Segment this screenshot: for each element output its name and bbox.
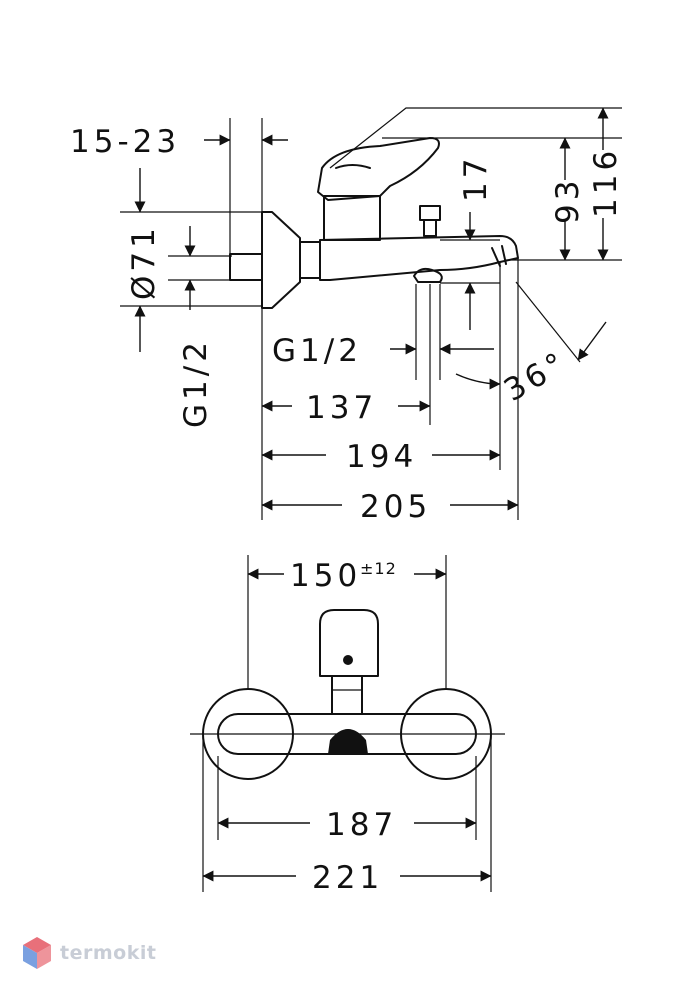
angle-line [515, 281, 581, 363]
dim-height-17: 17 [458, 155, 494, 202]
dim-height-93: 93 [550, 177, 586, 224]
dim-wall-range: 15-23 [70, 124, 180, 160]
spout-outlet [491, 245, 507, 267]
dim-tolerance: ±12 [360, 559, 397, 578]
dim-thread-bottom: G1/2 [272, 333, 362, 369]
dim-centers: 150 [290, 558, 361, 594]
mixer-body [319, 235, 519, 281]
brand-watermark: termokit [22, 936, 156, 970]
side-view: 15-23 Ø71 G1/2 93 116 17 G1/2 36° 137 [70, 107, 624, 525]
dim-height-116: 116 [588, 147, 624, 218]
angle-arrow [455, 373, 501, 390]
indicator-dot [343, 655, 353, 665]
dim-thread-left: G1/2 [178, 338, 214, 428]
front-lever [319, 609, 379, 677]
lever-envelope [329, 107, 622, 169]
dim-width-221: 221 [312, 860, 383, 896]
cube-logo-icon [23, 937, 51, 969]
dim-diameter: Ø71 [126, 224, 162, 300]
brand-name: termokit [60, 942, 157, 964]
hose-connector [413, 267, 443, 283]
diverter-stem [423, 219, 437, 237]
dim-width-187: 187 [326, 807, 397, 843]
front-stem [331, 675, 363, 715]
angle-arrow [577, 321, 607, 361]
wall-flange [261, 211, 301, 309]
dim-angle: 36° [498, 344, 574, 409]
dim-length-205: 205 [360, 489, 431, 525]
diverter-knob [419, 205, 441, 221]
dim-length-137: 137 [306, 390, 377, 426]
front-view: 150 ±12 187 221 [190, 555, 505, 896]
dim-length-194: 194 [346, 439, 417, 475]
front-diverter [328, 729, 368, 754]
hex-nut [299, 241, 321, 279]
lever-detail [335, 164, 371, 169]
connector-stub [229, 253, 263, 281]
lever-handle [317, 137, 440, 201]
cartridge-housing [323, 195, 381, 241]
